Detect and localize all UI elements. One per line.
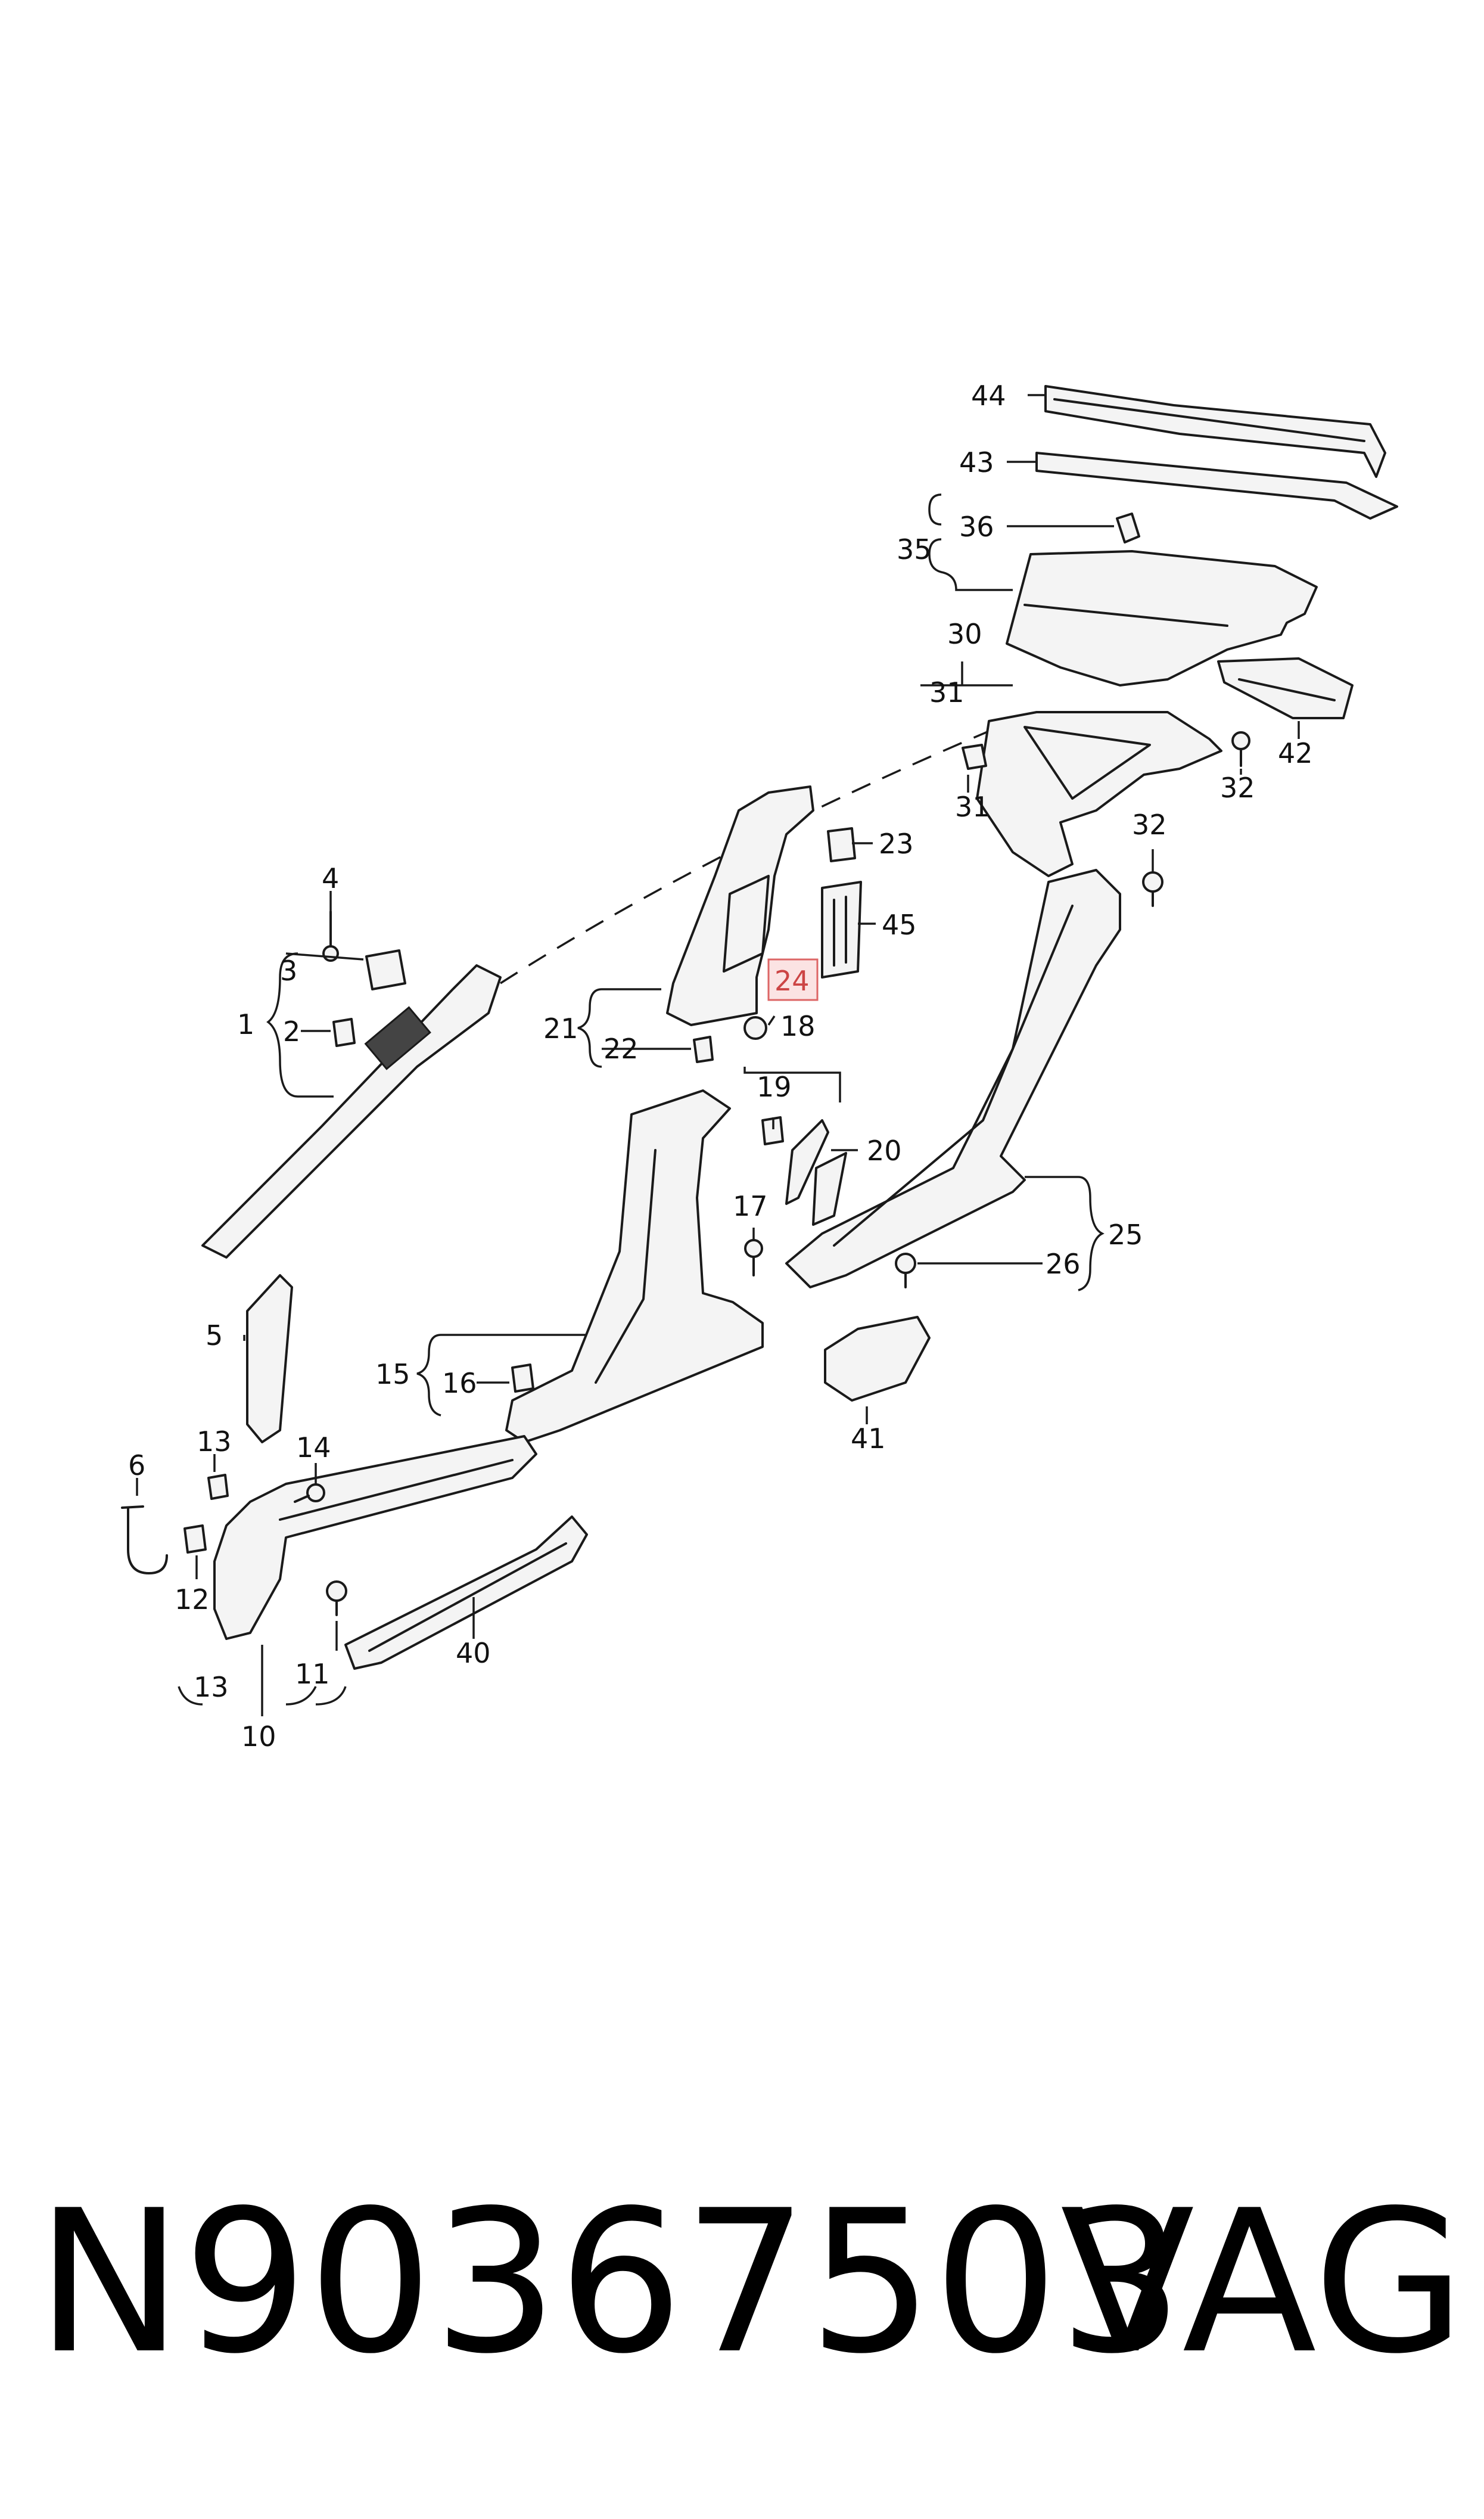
part-32-screw-b — [1142, 871, 1163, 907]
callout-36: 36 — [959, 511, 994, 543]
callout-4: 4 — [322, 862, 339, 894]
part-43-molding — [1035, 452, 1398, 520]
part-31-clip — [962, 744, 987, 770]
callout-13-upper: 13 — [197, 1425, 232, 1458]
callout-14: 14 — [296, 1431, 331, 1464]
part-17-screw — [744, 1239, 763, 1276]
callout-19: 19 — [757, 1071, 792, 1103]
callout-15: 15 — [375, 1358, 410, 1390]
part-23-clip — [827, 827, 856, 862]
part-45-belt-guide — [821, 881, 862, 979]
callout-22: 22 — [603, 1033, 639, 1065]
part-26-clip — [895, 1253, 916, 1288]
callout-45: 45 — [882, 909, 917, 941]
part-15-b-pillar-lower — [505, 1089, 764, 1443]
callout-41: 41 — [851, 1422, 886, 1455]
callout-43: 43 — [959, 446, 994, 479]
part-44-roof-strip — [1044, 385, 1386, 478]
callout-42: 42 — [1278, 737, 1313, 769]
callout-40: 40 — [456, 1637, 491, 1669]
callout-2: 2 — [283, 1015, 300, 1048]
part-22-clip — [693, 1036, 714, 1063]
part-25-rear-pillar-lower — [785, 869, 1121, 1288]
callout-25: 25 — [1108, 1219, 1143, 1251]
callout-11: 11 — [295, 1658, 330, 1690]
callout-31-lower: 31 — [955, 791, 990, 823]
part-42-bracket — [1217, 657, 1354, 719]
part-3-holder — [365, 949, 406, 990]
footer: N90367503 VAG — [36, 2169, 1466, 2396]
part-16-clip — [511, 1363, 534, 1393]
callout-26: 26 — [1046, 1248, 1081, 1280]
part-6-hook — [121, 1505, 168, 1574]
callout-30: 30 — [947, 618, 982, 650]
part-2-clip — [332, 1018, 356, 1047]
callout-10: 10 — [241, 1720, 276, 1753]
callout-17: 17 — [733, 1190, 768, 1222]
part-14-screw — [294, 1483, 325, 1503]
callout-44: 44 — [971, 380, 1006, 412]
callout-24-highlighted: 24 — [774, 965, 810, 997]
part-13-clip — [207, 1474, 229, 1500]
part-21-b-pillar-upper — [666, 785, 814, 1026]
part-40-sill-bracket — [344, 1515, 588, 1670]
callout-31-top: 31 — [929, 676, 965, 709]
callout-18: 18 — [780, 1010, 816, 1042]
part-4-screw — [322, 911, 339, 962]
part-5-cover — [246, 1274, 293, 1443]
leader-lines — [136, 394, 1300, 1716]
callout-1: 1 — [237, 1008, 254, 1040]
callout-20: 20 — [867, 1135, 902, 1167]
callout-3: 3 — [280, 955, 297, 987]
callout-32-lower: 32 — [1132, 809, 1167, 841]
part-19-clip — [761, 1116, 784, 1145]
callout-16: 16 — [442, 1367, 477, 1399]
callout-21: 21 — [543, 1012, 578, 1045]
callout-labels: 44 43 36 35 30 31 42 32 31 32 23 45 24 1… — [128, 380, 1313, 1753]
part-1-a-pillar-trim — [201, 964, 502, 1259]
highlight-box-24 — [767, 958, 819, 1001]
part-41-bracket — [824, 1316, 931, 1402]
callout-23: 23 — [879, 828, 914, 860]
part-36-clip — [1116, 513, 1140, 543]
part-number: N90367503 — [36, 2168, 1184, 2397]
part-20-cover — [785, 1119, 847, 1226]
part-12-clip — [183, 1524, 207, 1554]
callout-32-upper: 32 — [1220, 772, 1255, 804]
callout-13-lower: 13 — [194, 1671, 229, 1703]
part-35-rear-panel — [1006, 550, 1318, 687]
part-32-screw-a — [1231, 731, 1250, 767]
part-30-quarter-trim — [976, 711, 1222, 877]
part-10-kick-panel — [213, 1435, 537, 1640]
callout-5: 5 — [206, 1319, 223, 1352]
part-11-clip — [326, 1580, 347, 1616]
brand-name: VAG — [1060, 2168, 1466, 2397]
callout-12: 12 — [175, 1583, 210, 1616]
callout-35: 35 — [897, 533, 932, 566]
part-18-nut — [743, 1016, 767, 1040]
callout-6: 6 — [128, 1449, 145, 1481]
